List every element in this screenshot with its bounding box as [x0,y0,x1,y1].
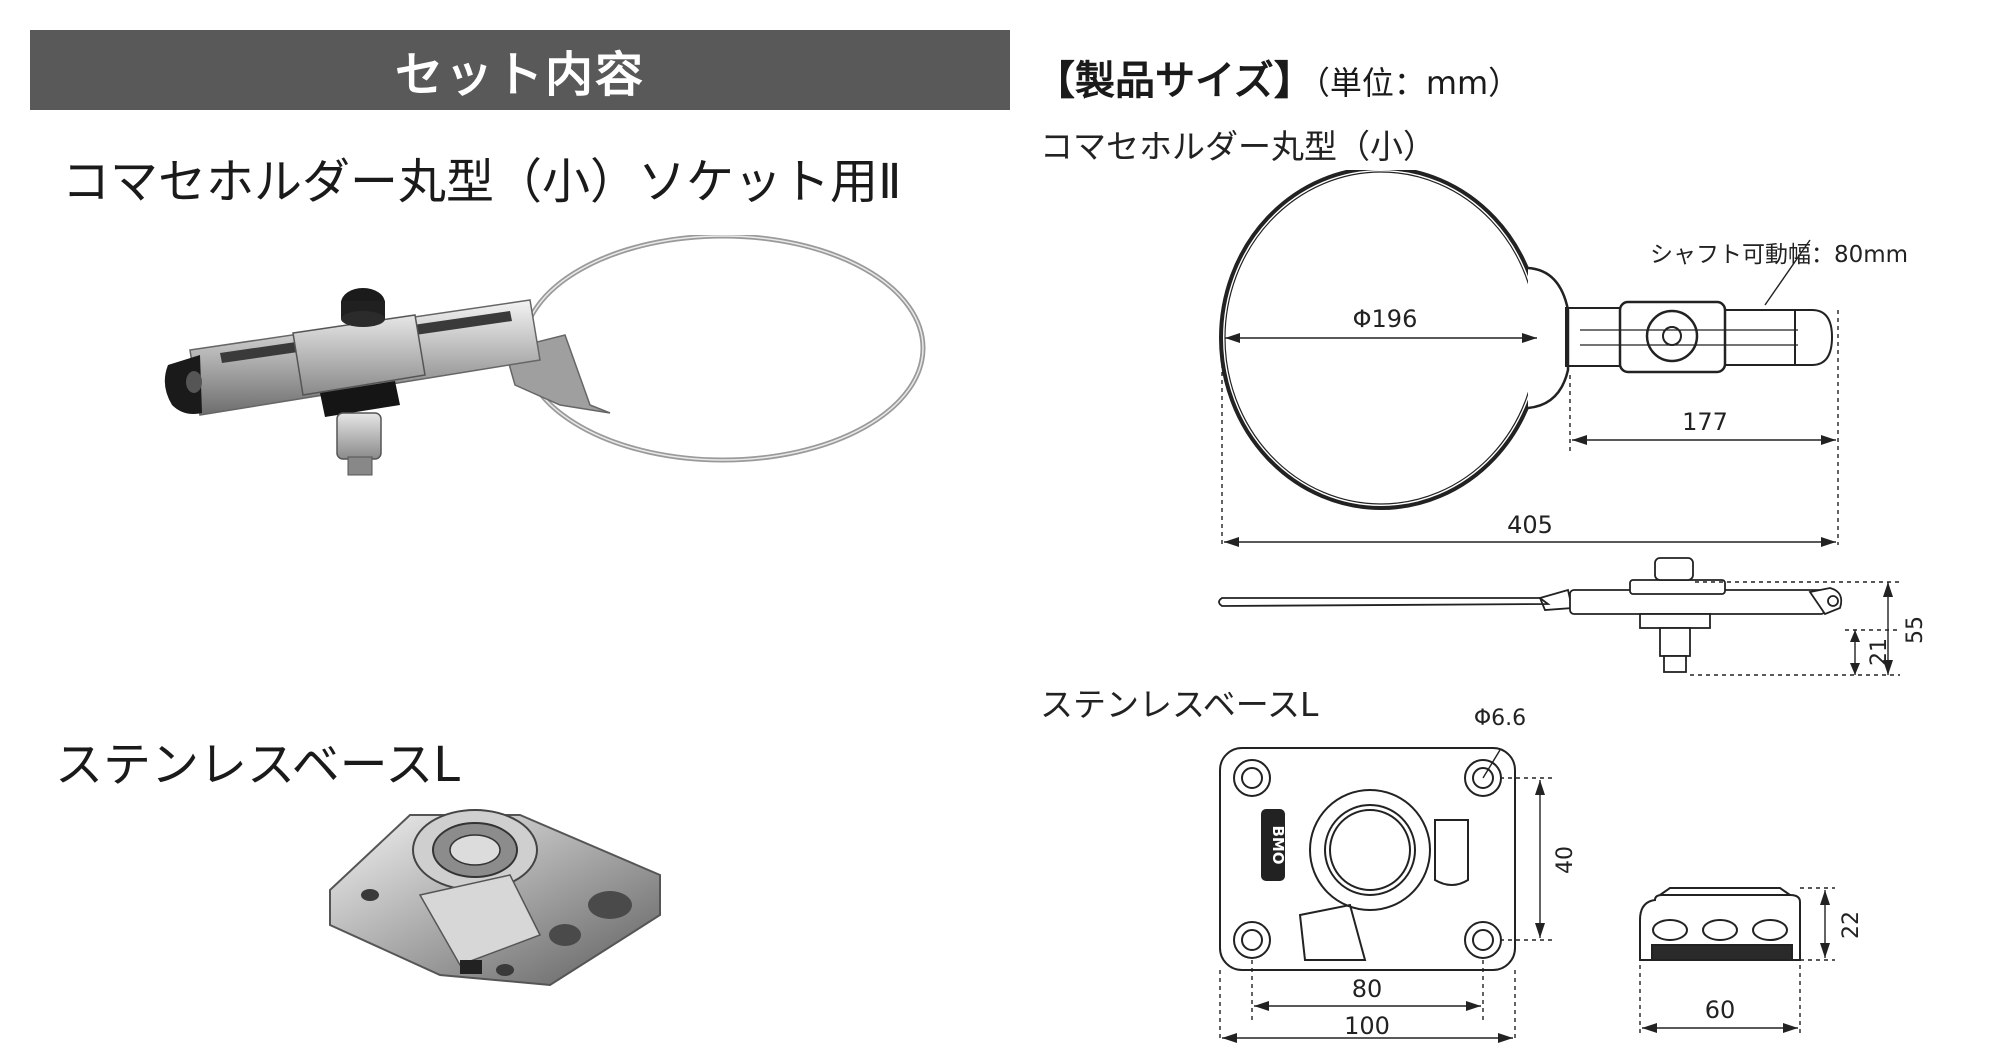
diameter-label: Φ196 [1353,305,1418,333]
holder-drawing-title: コマセホルダー丸型（小） [1040,127,1436,166]
base-side-dimensions [1639,887,1835,1035]
base-product-photo [329,809,661,987]
holder-side-view [1218,557,1843,673]
set-contents-banner: セット内容 [30,30,1010,110]
base-drawing-title: ステンレスベースL [1040,685,1319,724]
base-product-name: ステンレスベースL [55,737,460,793]
base-dimension-drawing: BMO Φ6.6 40 80 100 [1219,706,1864,1043]
height-total-label: 55 [1903,616,1928,644]
base-top-dimensions [1219,749,1555,1043]
size-unit: （単位：mm） [1313,64,1521,102]
holder-side-dimensions [1690,581,1900,676]
total-length-label: 405 [1507,511,1553,539]
holder-top-view [1219,170,1834,510]
hole-diameter-label: Φ6.6 [1474,706,1526,731]
base-width-label: 100 [1344,1012,1390,1040]
hole-pitch-horizontal-label: 80 [1352,975,1383,1003]
shaft-range-label: シャフト可動幅：80mm [1650,242,1908,268]
base-top-view [1219,747,1516,971]
hole-pitch-vertical-label: 40 [1553,846,1578,874]
base-logo: BMO [1269,825,1287,864]
banner-label: セット内容 [394,47,645,103]
height-lower-label: 21 [1867,638,1892,666]
holder-dimension-drawing: シャフト可動幅：80mm Φ196 177 405 55 21 [1218,170,1928,676]
holder-product-name: コマセホルダー丸型（小）ソケット用Ⅱ [62,154,902,210]
holder-top-dimensions [1221,239,1839,547]
shaft-length-label: 177 [1682,408,1728,436]
base-height-label: 22 [1839,911,1864,939]
size-heading: 【製品サイズ】（単位：mm） [1035,58,1521,104]
base-depth-label: 60 [1705,996,1736,1024]
holder-product-photo [164,235,926,476]
base-side-view [1639,887,1801,961]
